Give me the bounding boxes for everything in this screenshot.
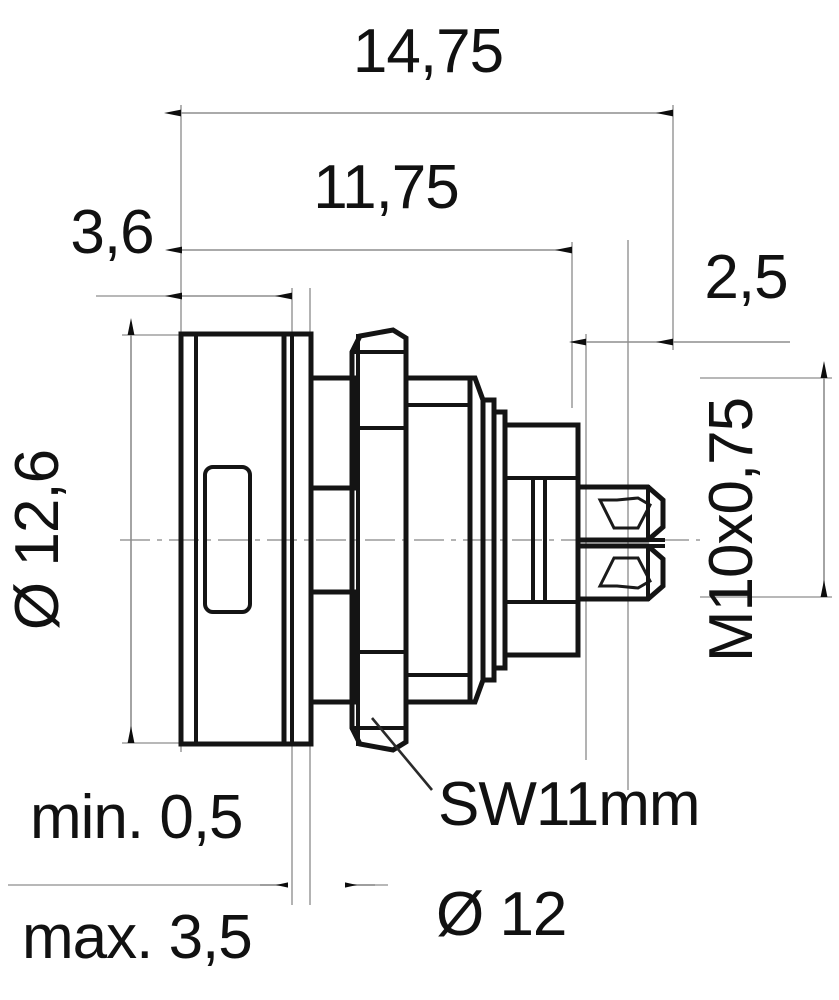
dimension-lines bbox=[127, 109, 828, 888]
dim-label-flange-diameter: Ø 12,6 bbox=[3, 450, 72, 630]
note-nut-diameter: Ø 12 bbox=[436, 880, 566, 949]
leader-line-wrench-size bbox=[371, 717, 433, 791]
dim-label-thread-spec: M10x0,75 bbox=[697, 398, 766, 662]
dim-label-body-length: 11,75 bbox=[313, 153, 459, 222]
note-panel-thickness-min: min. 0,5 bbox=[30, 783, 243, 852]
note-wrench-size: SW11mm bbox=[438, 770, 700, 839]
dim-label-thread-step: 2,5 bbox=[704, 243, 787, 312]
connector-body-geometry bbox=[178, 327, 666, 753]
note-panel-thickness-max: max. 3,5 bbox=[22, 903, 252, 972]
dim-label-flange-thickness: 3,6 bbox=[70, 198, 153, 267]
dim-label-overall-length: 14,75 bbox=[353, 17, 503, 86]
